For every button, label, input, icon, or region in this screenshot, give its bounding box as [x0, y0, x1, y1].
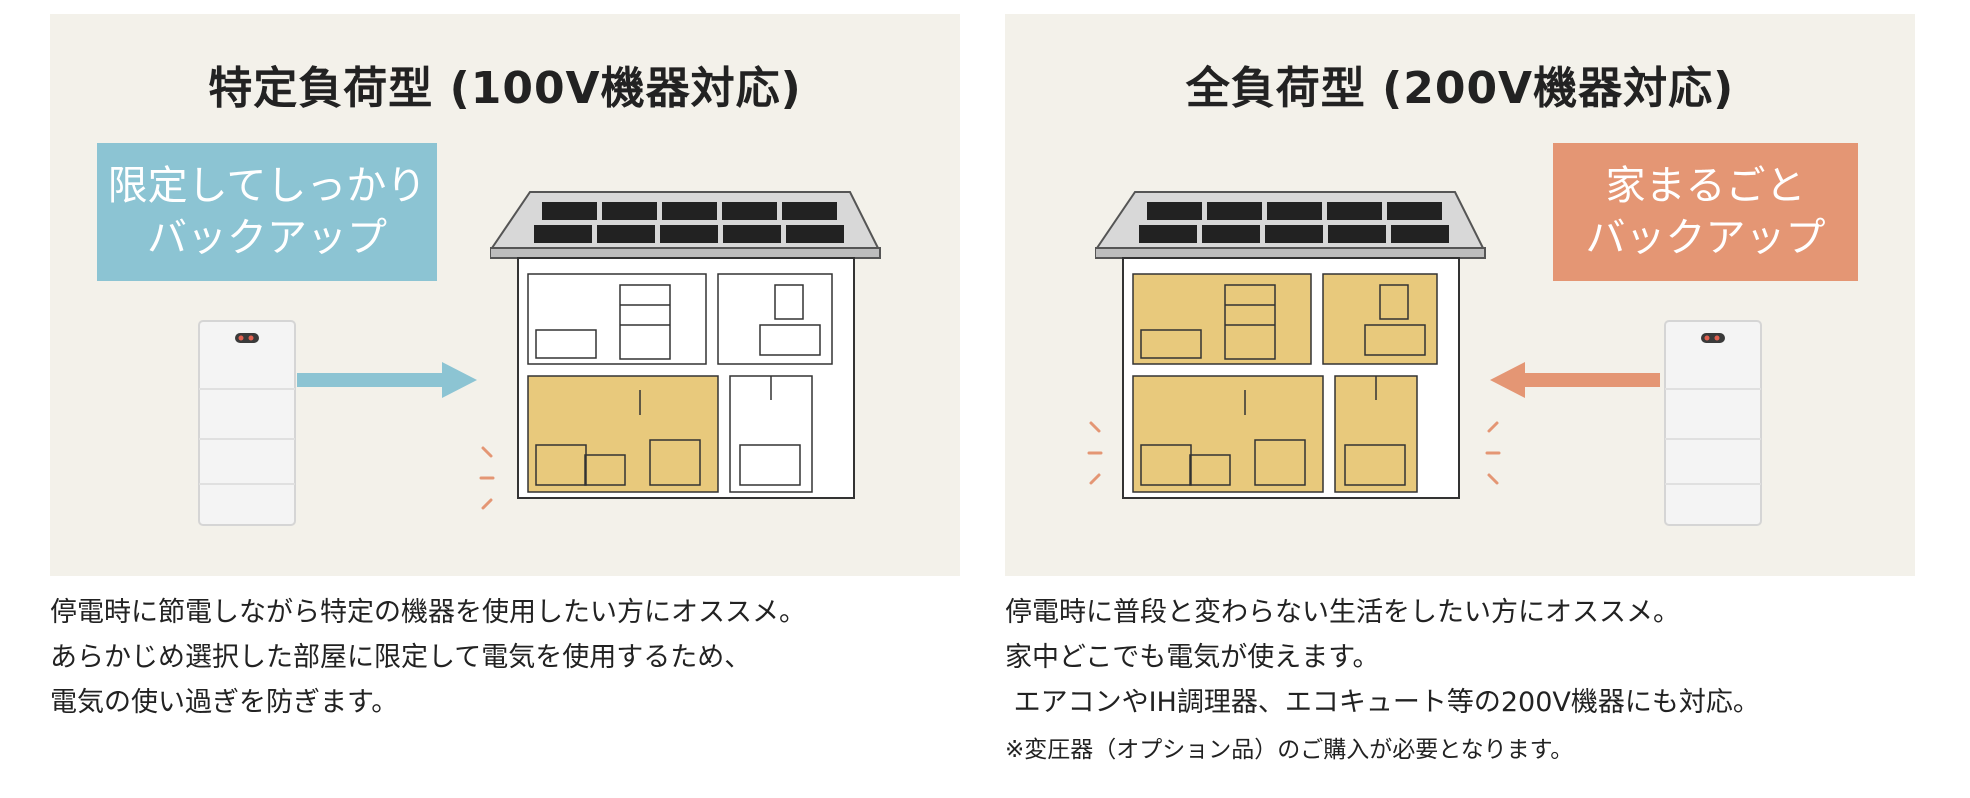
description-line: あらかじめ選択した部屋に限定して電気を使用するため、	[50, 642, 752, 673]
limited-backup-badge: 限定してしっかり バックアップ	[97, 143, 437, 281]
badge-line-2: バックアップ	[147, 215, 387, 261]
lit-indicator-icon	[479, 446, 495, 510]
badge-line-1: 家まるごと	[1605, 163, 1806, 209]
panel-title: 特定負荷型 (100V機器対応)	[208, 63, 802, 114]
full-load-panel: 全負荷型 (200V機器対応) 家まるごと バックアップ	[1005, 14, 1915, 576]
badge-line-2: バックアップ	[1585, 215, 1826, 261]
description-line: 電気の使い過ぎを防ぎます。	[50, 687, 399, 718]
lit-indicator-icon	[1485, 421, 1501, 485]
power-flow-arrow-icon	[1490, 362, 1660, 398]
house-illustration	[490, 191, 881, 499]
house-illustration	[1095, 191, 1486, 499]
specific-load-panel: 特定負荷型 (100V機器対応) 限定してしっかり バックアップ	[50, 14, 960, 576]
badge-line-1: 限定してしっかり	[107, 163, 427, 209]
storage-battery-icon	[198, 320, 296, 526]
transformer-note: ※変圧器（オプション品）のご購入が必要となります。	[1005, 737, 1574, 763]
full-load-description: 停電時に普段と変わらない生活をしたい方にオススメ。 家中どこでも電気が使えます。…	[1005, 590, 1760, 775]
description-line: 家中どこでも電気が使えます。	[1005, 642, 1380, 673]
description-line: 停電時に普段と変わらない生活をしたい方にオススメ。	[1005, 597, 1680, 628]
specific-load-description: 停電時に節電しながら特定の機器を使用したい方にオススメ。 あらかじめ選択した部屋…	[50, 590, 806, 725]
whole-house-backup-badge: 家まるごと バックアップ	[1553, 143, 1858, 281]
storage-battery-icon	[1664, 320, 1762, 526]
power-flow-arrow-icon	[297, 362, 477, 398]
description-line: 停電時に節電しながら特定の機器を使用したい方にオススメ。	[50, 597, 806, 628]
description-line: エアコンやIH調理器、エコキュート等の200V機器にも対応。	[1005, 687, 1760, 718]
lit-indicator-icon	[1087, 421, 1103, 485]
panel-title: 全負荷型 (200V機器対応)	[1185, 63, 1735, 114]
